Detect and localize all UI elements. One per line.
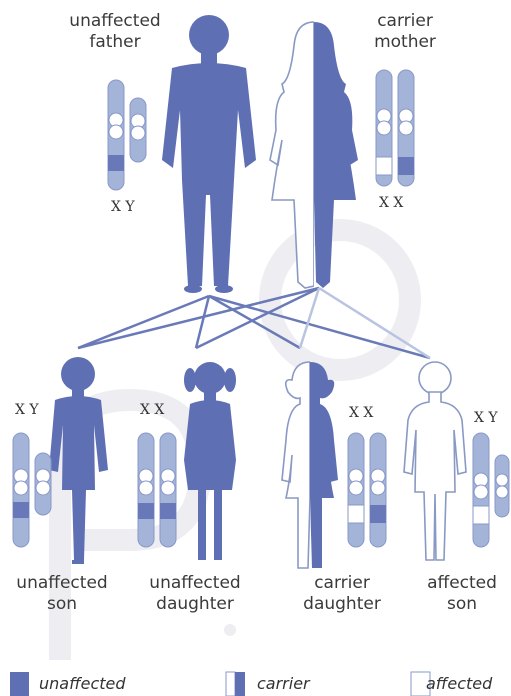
mother-x-chromosome-affected [376,70,392,186]
legend-carrier-swatch-right [235,672,245,696]
son-chromosomes-unaffected [13,433,51,547]
mother-x-chromosome-normal [398,70,414,186]
daughter-carrier-chromosome-label: X X [349,405,373,421]
daughter-figure-carrier [282,362,338,568]
child-label-line1: unaffected [133,573,257,594]
legend-unaffected-swatch [10,672,29,696]
father-label-line1: unaffected [55,11,175,32]
daughter-unaffected-chromosome-label: X X [140,402,164,418]
son-unaffected-chromosome-label: X Y [15,402,39,418]
father-figure [162,15,256,293]
father-x-chromosome [108,80,124,190]
son-chromosomes-affected [473,433,509,547]
child-label-line1: carrier [287,573,397,594]
child-label-line1: affected [412,573,511,594]
legend-unaffected-label: unaffected [39,674,126,693]
daughter-figure-unaffected [184,362,236,560]
father-label-line2: father [55,32,175,53]
legend-affected-label: affected [426,674,492,693]
child-label-line2: daughter [133,594,257,615]
mother-chromosome-label: X X [379,195,403,211]
father-chromosome-label: X Y [111,199,135,215]
child-label-line1: unaffected [0,573,124,594]
child-label-line2: son [0,594,124,615]
legend-carrier-swatch-left [226,672,235,696]
child-label-carrier-daughter: carrier daughter [287,573,397,615]
child-label-affected-son: affected son [412,573,511,615]
father-label: unaffected father [55,11,175,53]
son-figure-affected [404,362,466,560]
legend-carrier-label: carrier [257,674,310,693]
father-y-chromosome [130,98,146,162]
daughter-chromosomes-carrier [348,433,386,547]
child-label-line2: daughter [287,594,397,615]
mother-label: carrier mother [355,11,455,53]
child-label-unaffected-daughter: unaffected daughter [133,573,257,615]
mother-label-line2: mother [355,32,455,53]
son-affected-chromosome-label: X Y [474,410,498,426]
child-label-line2: son [412,594,511,615]
father-chromosomes [108,80,146,190]
mother-label-line1: carrier [355,11,455,32]
child-label-unaffected-son: unaffected son [0,573,124,615]
mother-chromosomes [376,70,414,186]
